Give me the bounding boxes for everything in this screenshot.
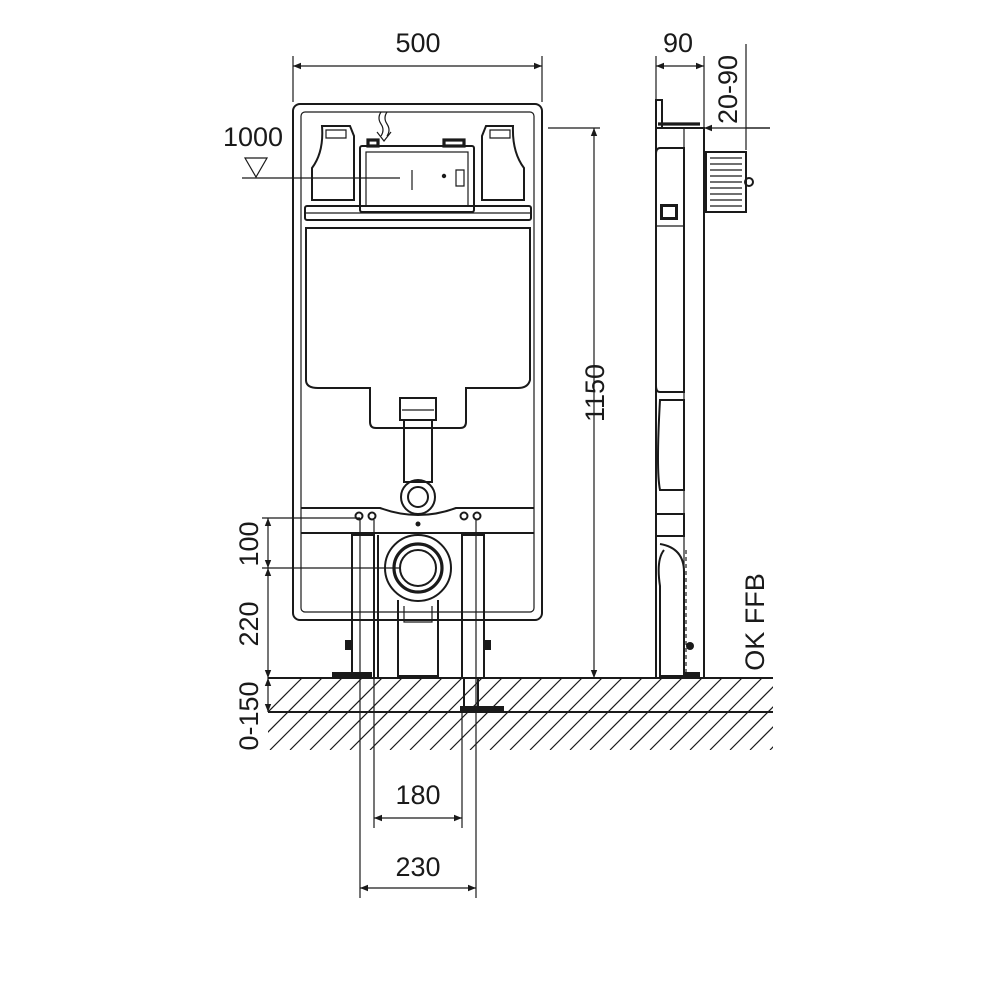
floor-hatch-line bbox=[609, 678, 683, 750]
side-frame-post bbox=[655, 127, 705, 679]
waste-outlet bbox=[377, 534, 463, 679]
water-inlet-arrow-icon bbox=[376, 111, 392, 142]
floor-hatch-line bbox=[369, 678, 443, 750]
dim-flush-height-label: 1000 bbox=[223, 122, 283, 152]
floor-hatch-line bbox=[589, 678, 663, 750]
floor-hatch-line bbox=[549, 678, 623, 750]
floor-hatch-line bbox=[268, 678, 303, 713]
floor-hatch-line bbox=[289, 678, 363, 750]
floor-hatch-line bbox=[749, 726, 773, 750]
dim-width-label: 500 bbox=[395, 28, 440, 58]
dim-vertical-left: 100 220 0-150 bbox=[234, 517, 400, 751]
floor-section bbox=[268, 677, 862, 750]
floor-hatch-line bbox=[429, 678, 503, 750]
floor-hatch-line bbox=[309, 678, 383, 750]
support-legs bbox=[332, 534, 504, 712]
dim-inlet-spacing-label: 100 bbox=[234, 521, 264, 566]
floor-hatch-line bbox=[629, 678, 703, 750]
floor-hatch-line bbox=[669, 678, 743, 750]
floor-hatch-line bbox=[349, 678, 423, 750]
top-rail bbox=[304, 205, 532, 221]
right-bracket bbox=[481, 125, 525, 201]
floor-hatch-line bbox=[729, 706, 773, 750]
dim-foot-spacing-inner-label: 180 bbox=[395, 780, 440, 810]
inlet-valve bbox=[705, 151, 754, 213]
dim-foot-spacing-outer-label: 230 bbox=[395, 852, 440, 882]
dim-wall-offset: 20-90 bbox=[704, 44, 770, 150]
dim-flush-height: 1000 bbox=[223, 122, 400, 179]
floor-hatch-line bbox=[409, 678, 483, 750]
floor-hatch-line bbox=[449, 678, 523, 750]
floor-hatch-line bbox=[689, 678, 763, 750]
level-triangle-icon bbox=[243, 157, 269, 179]
floor-hatch-line bbox=[569, 678, 643, 750]
floor-hatch-line bbox=[389, 678, 463, 750]
floor-hatch-line bbox=[269, 678, 343, 750]
floor-hatch-line bbox=[790, 678, 862, 750]
floor-reference-label: OK FFB bbox=[740, 573, 770, 671]
floor-hatch-line bbox=[709, 686, 773, 750]
lower-rail bbox=[301, 507, 534, 534]
dim-foot-adjust-label: 0-150 bbox=[234, 681, 264, 750]
frame-inner bbox=[300, 111, 535, 613]
floor-hatch-line bbox=[769, 746, 773, 750]
floor-hatch-line bbox=[329, 678, 403, 750]
cistern bbox=[305, 227, 531, 429]
side-cistern bbox=[655, 147, 685, 393]
dim-frame-height-label: 1150 bbox=[580, 364, 610, 422]
flush-pipe bbox=[399, 397, 437, 515]
floor-hatch-line bbox=[489, 678, 563, 750]
floor-hatch-line bbox=[529, 678, 603, 750]
side-view bbox=[655, 99, 754, 679]
dim-foot-spacing-inner: 180 bbox=[373, 520, 463, 828]
dim-depth-label: 90 bbox=[663, 28, 693, 58]
dim-frame-height: 1150 bbox=[548, 127, 610, 678]
floor-hatch-line bbox=[268, 678, 323, 733]
frame-outline bbox=[292, 103, 543, 621]
front-view bbox=[292, 103, 543, 712]
dim-width: 500 bbox=[292, 28, 543, 102]
floor-hatch-line bbox=[649, 678, 723, 750]
floor-hatch-line bbox=[509, 678, 583, 750]
dim-outlet-height-label: 220 bbox=[234, 601, 264, 646]
floor-hatch-line bbox=[469, 678, 543, 750]
dim-wall-offset-label: 20-90 bbox=[713, 55, 743, 124]
dim-foot-spacing-outer: 230 bbox=[359, 520, 477, 898]
flush-plate bbox=[359, 138, 475, 213]
dim-depth: 90 bbox=[655, 28, 705, 128]
left-bracket bbox=[311, 125, 355, 201]
